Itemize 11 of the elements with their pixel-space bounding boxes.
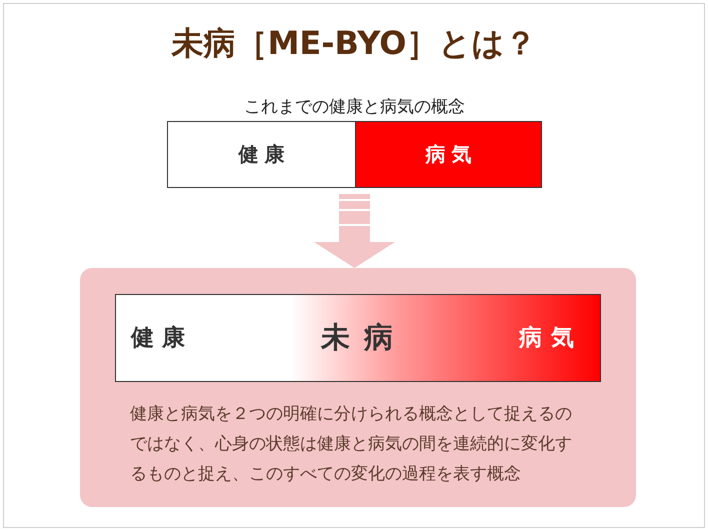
bar-heading: これまでの健康と病気の概念 <box>243 96 466 118</box>
concept-panel <box>80 268 636 507</box>
gradient-bar <box>115 294 601 382</box>
title: 未病［ME-BYO］とは？ <box>172 23 536 63</box>
state-label: 病気 <box>519 324 583 353</box>
comparison-bar <box>167 96 542 188</box>
health-segment: 健康 <box>167 121 356 188</box>
state-label: 未病 <box>321 319 407 356</box>
state-label: 健康 <box>131 324 193 353</box>
illness-segment: 病気 <box>355 121 542 188</box>
description-text: 健康と病気を２つの明確に分けられる概念として捉えるのではなく、心身の状態は健康と病気の間を連続的に変化するものと捉え、このすべての変化の過程を表す概念 <box>130 403 573 486</box>
